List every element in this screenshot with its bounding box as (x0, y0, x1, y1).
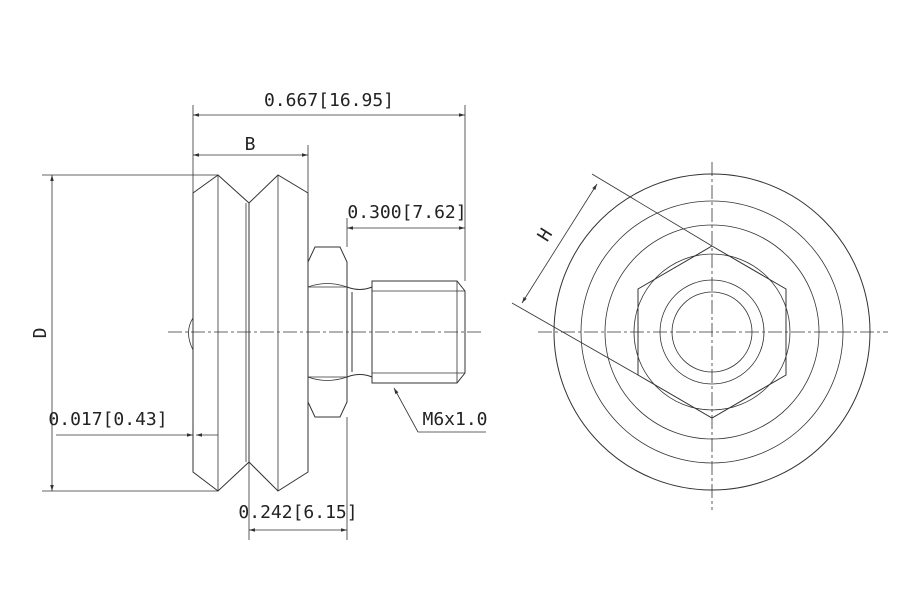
hex-nut-side (307, 246, 348, 418)
hub-width-label: 0.242[6.15] (238, 502, 357, 523)
outer-circle (553, 173, 871, 491)
dim-stud-length: 0.300[7.62] (347, 202, 467, 230)
dim-hub-width: 0.242[6.15] (238, 502, 358, 532)
dim-diameter: D (30, 175, 54, 491)
dim-offset: 0.017[0.43] (48, 409, 218, 437)
dim-wheel-width: B (193, 134, 308, 157)
stud-length-label: 0.300[7.62] (347, 202, 466, 223)
side-view: 0.667[16.95] B 0.300[7.62] D 0.017[0.43]… (30, 90, 488, 540)
thread-callout: M6x1.0 (393, 387, 488, 433)
overall-length-label: 0.667[16.95] (264, 90, 394, 111)
thread-label: M6x1.0 (422, 409, 487, 430)
hex-nut-front (637, 245, 787, 419)
diameter-label: D (30, 328, 51, 339)
front-view: H (511, 162, 888, 510)
wheel-width-label: B (245, 134, 256, 155)
extension-lines (42, 105, 466, 540)
v-groove-wheel (188, 174, 309, 492)
offset-label: 0.017[0.43] (48, 409, 167, 430)
hex-size-label: H (534, 225, 558, 245)
dim-overall-length: 0.667[16.95] (193, 90, 465, 117)
threaded-stud (346, 280, 466, 384)
